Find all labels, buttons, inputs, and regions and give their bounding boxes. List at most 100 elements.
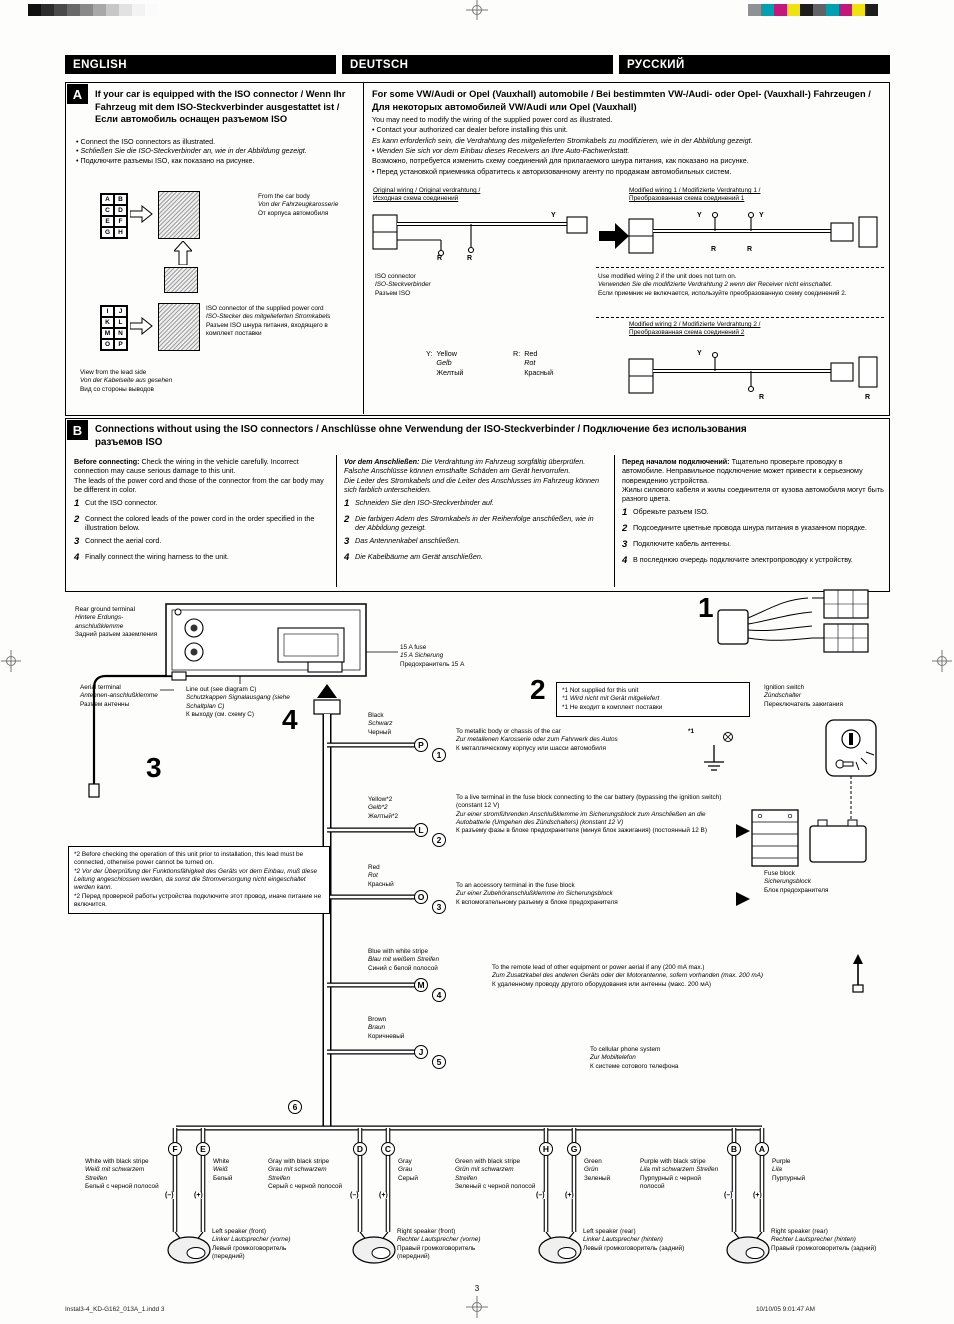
- step-number: 4: [344, 551, 350, 563]
- pin-cell: A: [101, 194, 114, 205]
- label-original-wiring: Original wiring / Original verdrahtung /…: [373, 187, 481, 203]
- step-number: 1: [622, 507, 628, 519]
- pin-cell: M: [101, 328, 114, 339]
- bullet-de: • Schließen Sie die ISO-Steckverbinder a…: [76, 146, 307, 156]
- polarity-plus: (+): [752, 1192, 763, 1199]
- para-en-1: You may need to modify the wiring of the…: [372, 115, 613, 124]
- section-a-left-title: If your car is equipped with the ISO con…: [95, 89, 346, 125]
- pin-cell: I: [101, 306, 114, 317]
- crop-mark-right: [932, 650, 952, 672]
- pin-cell: H: [114, 227, 127, 238]
- bullet-ru: • Подключите разъемы ISO, как показано н…: [76, 155, 255, 165]
- intro-de-lead: Vor dem Anschließen:: [344, 457, 420, 466]
- intro-en-rest: Check the wiring in the vehicle carefull…: [74, 457, 324, 495]
- wire-letter-p: P: [414, 738, 428, 752]
- language-headers: ENGLISH DEUTSCH РУССКИЙ: [65, 55, 890, 74]
- footnote-2-box: *2 Before checking the operation of this…: [68, 846, 330, 915]
- step-number: 1: [344, 497, 350, 509]
- head-unit-rear-diagram: [165, 603, 367, 681]
- modified-wiring-2-diagram: Y R R: [628, 350, 878, 401]
- step-text: Das Antennenkabel anschließen.: [355, 536, 461, 545]
- pin-cell: E: [101, 216, 114, 227]
- registration-color-bar-right: [748, 4, 878, 16]
- section-a-badge: A: [67, 84, 88, 104]
- step-number: 1: [74, 497, 80, 509]
- wire-number-2: 2: [432, 833, 446, 847]
- crop-mark-bottom: [466, 1296, 488, 1318]
- print-footer-left: Instal3-4_KD-G162_013A_1.indd 3: [65, 1306, 165, 1313]
- wire-letter-a: A: [755, 1142, 769, 1156]
- callout-number-2: 2: [530, 674, 546, 705]
- step-de-3: 3 Das Antennenkabel anschließen.: [344, 536, 606, 548]
- step-number: 2: [622, 523, 628, 535]
- arrow-right-icon: [130, 317, 153, 335]
- polarity-minus: (–): [535, 1192, 546, 1199]
- section-a-divider: [363, 83, 364, 414]
- note-not-supplied: *1 Not supplied for this unit*1 Wird nic…: [556, 682, 750, 717]
- pin-cell: D: [114, 205, 127, 216]
- pin-cell: F: [114, 216, 127, 227]
- arrow-up-icon: [174, 241, 192, 265]
- legend-r-key: R:: [513, 349, 521, 358]
- wire-label-r: R: [467, 255, 472, 261]
- iso-pin-grid-bottom: I J K L M N O P: [100, 305, 128, 351]
- section-b-col-en: Before connecting: Check the wiring in t…: [74, 457, 330, 564]
- para-de-1: Es kann erforderlich sein, die Verdrahtu…: [372, 135, 753, 145]
- pin-cell: C: [101, 205, 114, 216]
- wire-letter-m: M: [414, 978, 428, 992]
- label-use-modified-wiring-2: Use modified wiring 2 if the unit does n…: [598, 273, 847, 297]
- iso-pin-grid-top: A B C D E F G H: [100, 193, 128, 239]
- wire-dest-remote: To the remote lead of other equipment or…: [492, 964, 764, 988]
- section-b-divider-1: [336, 455, 337, 587]
- step-number: 3: [344, 536, 350, 547]
- wire-label-y: Y: [697, 212, 702, 219]
- modified-wiring-1-diagram: Y Y R R: [628, 211, 878, 254]
- header-deutsch: DEUTSCH: [342, 55, 613, 74]
- para-en-2: • Contact your authorized car dealer bef…: [372, 125, 568, 135]
- wire-number-3: 3: [432, 900, 446, 914]
- pin-cell: O: [101, 339, 114, 350]
- bullet-en: • Connect the ISO connectors as illustra…: [76, 137, 216, 146]
- step-text: Подключите кабель антенны.: [633, 538, 732, 548]
- pin-cell: L: [114, 317, 127, 328]
- step-text: Die farbigen Adern des Stromkabels in de…: [355, 513, 594, 533]
- step-number: 4: [622, 554, 628, 566]
- step-text: Обрежьте разъем ISO.: [633, 507, 709, 517]
- pin-cell: N: [114, 328, 127, 339]
- section-a-right: For some VW/Audi or Opel (Vauxhall) auto…: [363, 83, 891, 414]
- label-line-out: Line out (see diagram C)Schutzkappen Sig…: [186, 686, 290, 718]
- section-a-right-text: You may need to modify the wiring of the…: [372, 115, 882, 177]
- wire-letter-b: B: [727, 1142, 741, 1156]
- wire-label-y: Y: [759, 212, 764, 219]
- wire-dest-battery: To a live terminal in the fuse block con…: [456, 794, 722, 835]
- step-number: 2: [344, 513, 350, 525]
- pin-cell: K: [101, 317, 114, 328]
- intro-de: Vor dem Anschließen: Die Verdrahtung im …: [344, 457, 606, 494]
- section-a-right-title: For some VW/Audi or Opel (Vauxhall) auto…: [372, 89, 871, 112]
- crop-mark-top: [466, 0, 488, 20]
- step-number: 3: [622, 538, 628, 550]
- wire-letter-l: L: [414, 823, 428, 837]
- para-ru-2: • Перед установкой приемника обратитесь …: [372, 166, 732, 176]
- wire-number-6: 6: [288, 1100, 302, 1114]
- section-b-col-ru: Перед началом подключений: Тщательно про…: [622, 457, 884, 567]
- wire-letter-g: G: [567, 1142, 581, 1156]
- step-ru-3: 3 Подключите кабель антенны.: [622, 539, 884, 551]
